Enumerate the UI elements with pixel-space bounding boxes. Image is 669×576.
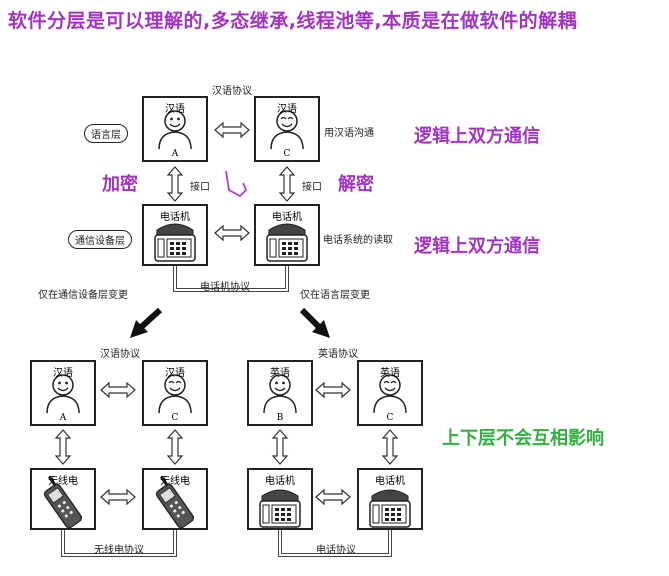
interface-label-left: 接口 — [190, 182, 210, 193]
interface-label-right: 接口 — [302, 182, 322, 193]
box-a-letter: A — [171, 149, 179, 159]
phone-left-title: 电话机 — [160, 212, 190, 223]
bl-radio-right-title: 无线电 — [160, 476, 190, 487]
handwritten-mark — [225, 170, 248, 198]
down-right-arrow-icon — [299, 307, 330, 338]
br-phone-right-title: 电话机 — [375, 476, 405, 487]
bl-box-radio-right: 无线电 — [142, 468, 208, 530]
box-phone-right: 电话机 — [254, 204, 320, 266]
protocol-top-label: 汉语协议 — [212, 86, 252, 97]
phone-protocol-label: 电话机协议 — [200, 282, 250, 293]
bl-box-c: 汉语 C — [142, 360, 208, 426]
bl-a-letter: A — [59, 413, 67, 423]
decrypt-annotation: 解密 — [338, 174, 374, 195]
down-left-arrow-icon — [130, 307, 163, 338]
encrypt-annotation: 加密 — [102, 174, 138, 195]
br-c-title: 英语 — [380, 368, 400, 379]
box-c-title: 汉语 — [277, 104, 297, 115]
side-language-layer: 语言层 — [84, 124, 128, 143]
br-box-phone-right: 电话机 — [357, 468, 423, 530]
arrow-bl-left-vertical — [55, 429, 71, 465]
br-b-letter: B — [276, 413, 284, 423]
arrow-right-interface — [279, 166, 295, 202]
bl-a-title: 汉语 — [53, 368, 73, 379]
br-phone-protocol-label: 电话协议 — [316, 545, 356, 556]
br-box-phone-left: 电话机 — [247, 468, 313, 530]
page-title: 软件分层是可以理解的,多态继承,线程池等,本质是在做软件的解耦 — [8, 10, 578, 32]
arrow-bl-language — [100, 382, 136, 398]
arrow-br-left-vertical — [272, 429, 288, 465]
bl-box-a: 汉语 A — [30, 360, 96, 426]
br-c-letter: C — [386, 413, 394, 423]
arrow-left-interface — [167, 166, 183, 202]
phone-right-title: 电话机 — [272, 212, 302, 223]
bl-radio-left-title: 无线电 — [48, 476, 78, 487]
arrow-br-language — [315, 382, 351, 398]
box-a-title: 汉语 — [165, 104, 185, 115]
bl-c-letter: C — [171, 413, 179, 423]
only-device-label: 仅在通信设备层变更 — [38, 290, 128, 301]
arrow-language-peer — [214, 122, 250, 138]
arrow-br-right-vertical — [382, 429, 398, 465]
logic-annotation-2: 逻辑上双方通信 — [414, 236, 540, 257]
arrow-bl-radio — [100, 489, 136, 505]
bl-c-title: 汉语 — [165, 368, 185, 379]
radio-protocol-label: 无线电协议 — [94, 545, 144, 556]
arrow-bl-right-vertical — [167, 429, 183, 465]
arrow-br-phone — [315, 489, 351, 505]
arrow-device-peer — [214, 225, 250, 241]
use-chinese-label: 用汉语沟通 — [324, 128, 374, 139]
phone-read-label: 电话系统的读取 — [323, 235, 393, 246]
br-box-c: 英语 C — [357, 360, 423, 426]
logic-annotation-1: 逻辑上双方通信 — [414, 126, 540, 147]
br-protocol-label: 英语协议 — [318, 349, 358, 360]
box-person-a: 汉语 A — [142, 96, 208, 162]
br-phone-left-title: 电话机 — [265, 476, 295, 487]
box-phone-left: 电话机 — [142, 204, 208, 266]
only-language-label: 仅在语言层变更 — [300, 290, 370, 301]
box-c-letter: C — [283, 149, 291, 159]
br-b-title: 英语 — [270, 368, 290, 379]
bl-box-radio-left: 无线电 — [30, 468, 96, 530]
independent-annotation: 上下层不会互相影响 — [442, 428, 604, 449]
box-person-c: 汉语 C — [254, 96, 320, 162]
side-device-layer: 通信设备层 — [68, 230, 132, 249]
br-box-b: 英语 B — [247, 360, 313, 426]
bl-protocol-label: 汉语协议 — [100, 349, 140, 360]
